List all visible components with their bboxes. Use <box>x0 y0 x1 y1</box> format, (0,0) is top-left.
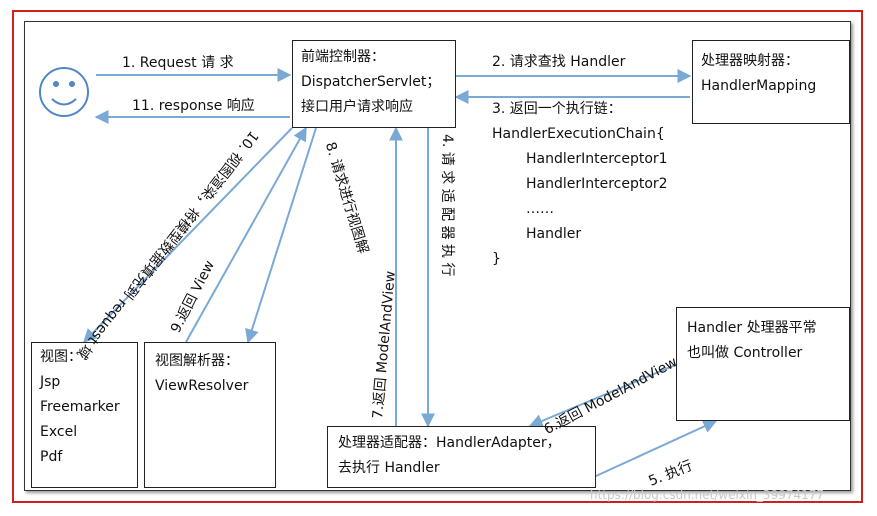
view-resolver-line-1: 视图解析器： <box>155 353 239 369</box>
front-controller-box: 前端控制器： DispatcherServlet； 接口用户请求响应 <box>292 40 456 128</box>
handler-box: Handler 处理器平常 也叫做 Controller <box>676 307 850 421</box>
chain-line-5: Handler <box>526 226 582 242</box>
view-line-4: Excel <box>40 424 78 440</box>
handler-adapter-line-2: 去执行 Handler <box>338 460 440 476</box>
edge-label-2: 2. 请求查找 Handler <box>492 54 626 70</box>
inner-frame <box>24 21 851 491</box>
edge-label-3: 3. 返回一个执行链： <box>492 101 622 117</box>
handler-mapping-line-2: HandlerMapping <box>701 78 817 94</box>
arrow-10-render <box>83 127 293 344</box>
view-line-3: Freemarker <box>40 399 120 415</box>
handler-adapter-box: 处理器适配器：HandlerAdapter， 去执行 Handler <box>327 426 596 488</box>
edge-label-4: 4. 请 求 适 配 器 执 行 <box>439 134 455 277</box>
view-line-1: 视图： <box>40 349 82 365</box>
handler-mapping-line-1: 处理器映射器： <box>701 53 799 69</box>
outer-frame <box>12 10 863 503</box>
handler-mapping-box: 处理器映射器： HandlerMapping <box>692 40 850 124</box>
edge-label-1: 1. Request 请 求 <box>122 55 234 71</box>
view-resolver-line-2: ViewResolver <box>155 378 249 394</box>
watermark: https://blog.csdn.net/weixin_39974177 <box>590 488 825 502</box>
arrow-5-execute <box>595 419 718 477</box>
handler-line-2: 也叫做 Controller <box>687 345 803 361</box>
front-controller-line-2: DispatcherServlet； <box>301 74 441 90</box>
edge-label-11: 11. response 响应 <box>132 98 255 114</box>
chain-line-6: } <box>492 251 501 267</box>
chain-line-2: HandlerInterceptor1 <box>526 151 668 167</box>
handler-line-1: Handler 处理器平常 <box>687 320 817 336</box>
chain-line-4: …… <box>526 201 554 217</box>
chain-line-3: HandlerInterceptor2 <box>526 176 668 192</box>
handler-adapter-line-1: 处理器适配器：HandlerAdapter， <box>338 435 561 451</box>
view-line-5: Pdf <box>40 449 63 465</box>
view-line-2: Jsp <box>40 374 61 390</box>
user-smiley-icon <box>39 67 89 117</box>
front-controller-line-3: 接口用户请求响应 <box>301 99 413 115</box>
arrow-6-return-mav <box>528 362 681 428</box>
front-controller-line-1: 前端控制器： <box>301 49 385 65</box>
view-resolver-box: 视图解析器： ViewResolver <box>144 342 276 488</box>
arrow-9-return-view <box>185 126 307 343</box>
view-box: 视图： Jsp Freemarker Excel Pdf <box>31 342 138 488</box>
arrow-8-resolve-view <box>245 127 317 344</box>
chain-line-1: HandlerExecutionChain{ <box>492 126 665 142</box>
